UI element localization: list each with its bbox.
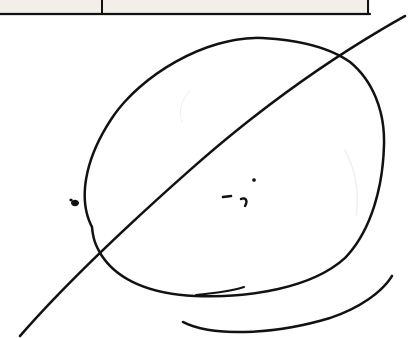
lower-arc	[183, 276, 392, 332]
center-tick	[241, 198, 246, 206]
closed-loop	[85, 38, 384, 296]
diagonal-line	[20, 16, 405, 336]
header-fill	[0, 0, 370, 14]
center-marks	[223, 178, 256, 206]
short-stroke	[196, 287, 244, 295]
faint-mark	[180, 90, 190, 122]
center-dot	[252, 178, 256, 182]
center-dash	[223, 196, 231, 197]
stray-dot	[69, 199, 79, 207]
header-box	[0, 0, 370, 14]
faint-mark	[345, 150, 357, 215]
